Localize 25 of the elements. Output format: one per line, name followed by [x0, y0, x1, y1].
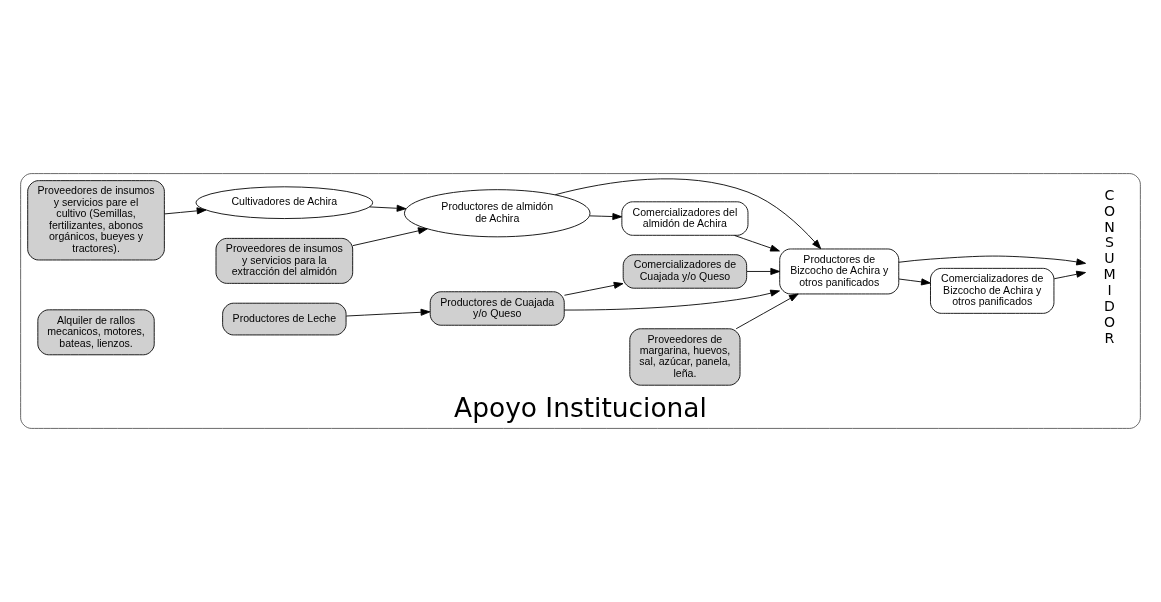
node-box: Comercializadores del almidón de Achira	[621, 201, 749, 236]
node-box: Comercializadores de Bizcocho de Achira y otros panificados	[930, 267, 1055, 314]
arrow	[898, 255, 1086, 266]
arrow	[164, 207, 207, 215]
arrow	[352, 227, 428, 247]
node-box: Comercializadores de Cuajada y/o Queso	[622, 254, 748, 289]
arrow	[564, 281, 624, 296]
arrow	[589, 213, 623, 221]
arrow	[1053, 270, 1086, 280]
arrow	[746, 267, 781, 275]
node-box: Productores de Bizcocho de Achira y otros panificados	[779, 248, 900, 295]
arrow	[735, 293, 799, 330]
node-box: Productores de Leche	[222, 302, 347, 336]
arrow	[734, 235, 780, 252]
arrow	[345, 308, 431, 317]
arrow	[369, 204, 407, 212]
arrow	[563, 289, 780, 311]
node-box: Proveedores de margarina, huevos, sal, azúcar, panela, leña.	[629, 328, 741, 386]
node-box: Proveedores de insumos y servicios pare el cultivo (Semillas, fertilizantes, abonos orgánicos, bueyes y tractores).	[27, 180, 165, 261]
node-text: CONSUMIDOR	[1103, 186, 1116, 346]
node-box: Proveedores de insumos y servicios para la extracción del almidón	[215, 237, 354, 284]
arrow	[898, 278, 931, 286]
arrow	[554, 178, 822, 250]
node-box: Alquiler de rallos mecanicos, motores, bateas, lienzos.	[37, 309, 155, 356]
node-box: Productores de Cuajada y/o Queso	[429, 291, 565, 326]
